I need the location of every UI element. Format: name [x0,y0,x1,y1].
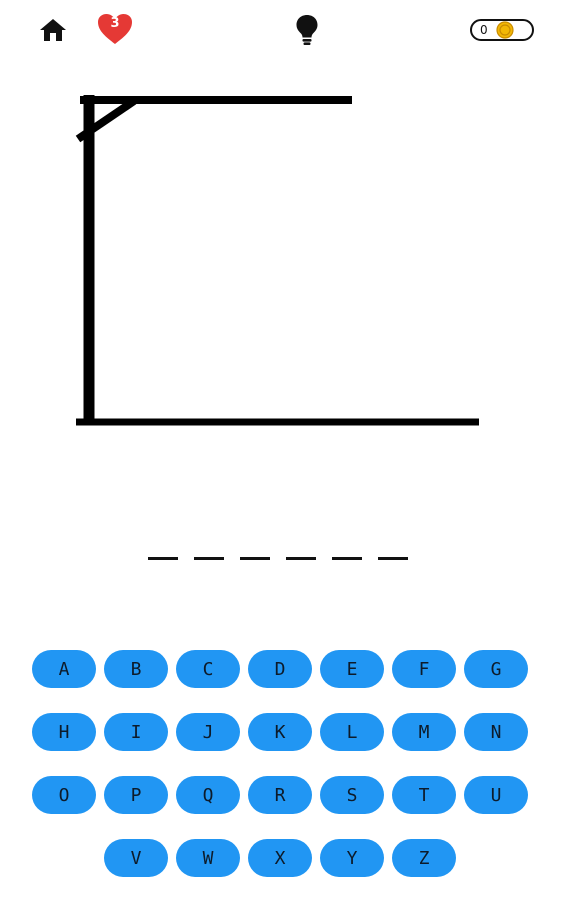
letter-key-k[interactable]: K [248,713,312,751]
letter-blank [148,538,178,560]
letter-key-r[interactable]: R [248,776,312,814]
letter-key-y[interactable]: Y [320,839,384,877]
letter-key-a[interactable]: A [32,650,96,688]
coin-count: 0 [480,23,488,37]
gallows-brace [75,97,137,143]
letter-key-s[interactable]: S [320,776,384,814]
letter-key-m[interactable]: M [392,713,456,751]
letter-key-d[interactable]: D [248,650,312,688]
letter-key-t[interactable]: T [392,776,456,814]
lightbulb-icon [296,15,318,45]
letter-key-x[interactable]: X [248,839,312,877]
letter-blank [194,538,224,560]
letter-key-h[interactable]: H [32,713,96,751]
letter-key-e[interactable]: E [320,650,384,688]
letter-key-b[interactable]: B [104,650,168,688]
letter-key-l[interactable]: L [320,713,384,751]
letter-key-z[interactable]: Z [392,839,456,877]
lives-indicator: 3 [96,12,134,46]
coin-balance: 0 [470,19,534,41]
hint-button[interactable] [292,12,322,48]
lives-count: 3 [110,16,120,31]
letter-blank [332,538,362,560]
letter-key-n[interactable]: N [464,713,528,751]
letter-key-c[interactable]: C [176,650,240,688]
home-icon [40,19,66,41]
letter-key-o[interactable]: O [32,776,96,814]
letter-key-u[interactable]: U [464,776,528,814]
word-blanks [148,538,410,560]
letter-key-w[interactable]: W [176,839,240,877]
letter-key-f[interactable]: F [392,650,456,688]
letter-blank [240,538,270,560]
letter-key-g[interactable]: G [464,650,528,688]
letter-key-i[interactable]: I [104,713,168,751]
letter-key-p[interactable]: P [104,776,168,814]
letter-key-v[interactable]: V [104,839,168,877]
letter-key-q[interactable]: Q [176,776,240,814]
letter-blank [378,538,408,560]
letter-key-j[interactable]: J [176,713,240,751]
home-button[interactable] [36,14,70,46]
heart-icon [98,14,132,44]
coin-icon [496,21,514,39]
letter-blank [286,538,316,560]
